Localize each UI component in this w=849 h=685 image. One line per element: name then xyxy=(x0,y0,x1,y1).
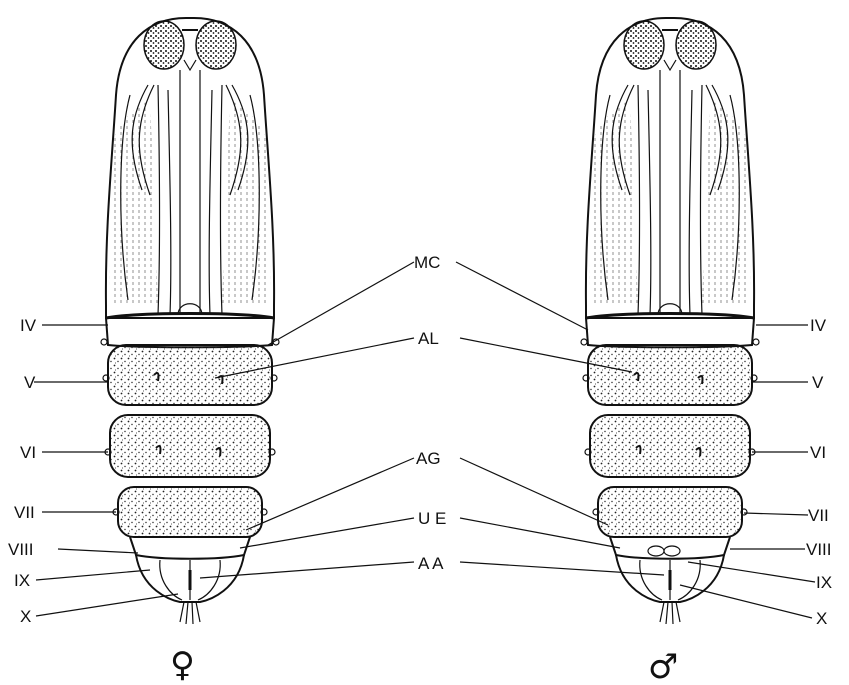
male-label-ix: IX xyxy=(816,573,832,592)
male-pupa-drawing xyxy=(581,18,759,624)
label-mc: MC xyxy=(414,253,440,272)
male-label-v: V xyxy=(812,373,824,392)
male-label-iv: IV xyxy=(810,316,827,335)
female-label-v: V xyxy=(24,373,36,392)
female-label-vii: VII xyxy=(14,503,35,522)
male-genital-detail xyxy=(664,546,680,556)
female-label-vi: VI xyxy=(20,443,36,462)
male-label-vii: VII xyxy=(808,506,829,525)
female-pupa-drawing xyxy=(101,18,279,624)
female-label-x: X xyxy=(20,607,31,626)
label-al: AL xyxy=(418,329,439,348)
male-genital-detail xyxy=(648,546,664,556)
female-label-ix: IX xyxy=(14,571,30,590)
female-symbol: ♀ xyxy=(170,645,195,685)
male-label-x: X xyxy=(816,609,827,628)
male-label-vi: VI xyxy=(810,443,826,462)
label-ag: AG xyxy=(416,449,441,468)
label-ue: U E xyxy=(418,509,446,528)
label-aa: A A xyxy=(418,554,444,573)
female-label-iv: IV xyxy=(20,316,37,335)
male-label-viii: VIII xyxy=(806,540,832,559)
male-symbol: ♂ xyxy=(648,647,678,685)
female-label-viii: VIII xyxy=(8,540,34,559)
